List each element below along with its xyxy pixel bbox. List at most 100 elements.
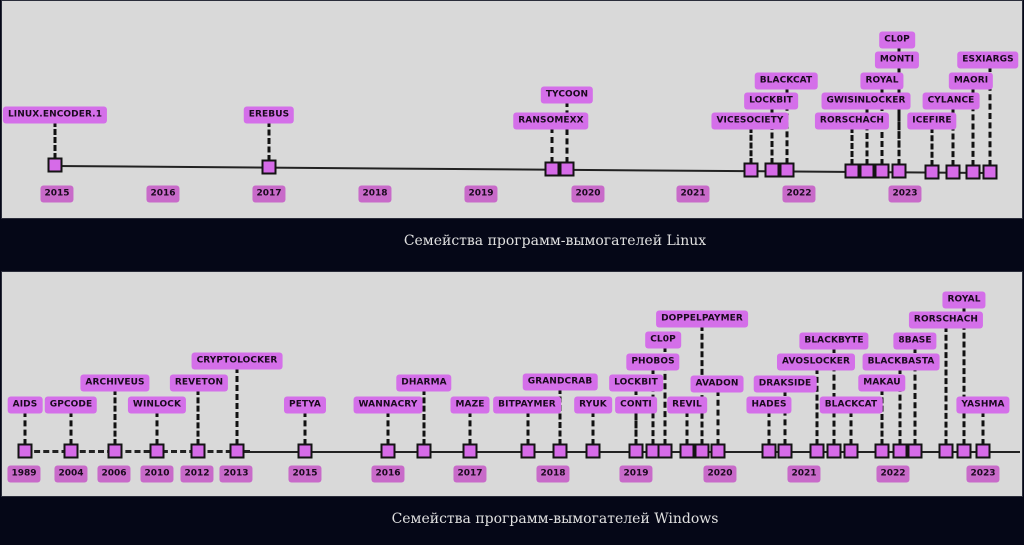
family-label: CONTI xyxy=(615,396,657,414)
family-label: REVIL xyxy=(667,396,707,414)
dashed-connector xyxy=(565,101,569,163)
timeline-marker xyxy=(416,443,432,459)
family-label: BLACKCAT xyxy=(754,72,818,90)
year-label: 2023 xyxy=(888,185,922,203)
timeline-marker xyxy=(809,443,825,459)
dashed-connector xyxy=(962,306,966,445)
dashed-connector xyxy=(716,390,720,445)
windows-caption: Семейства программ-вымогателей Windows xyxy=(391,511,719,527)
timeline-marker xyxy=(844,163,860,179)
family-label: BLACKBASTA xyxy=(862,353,940,371)
family-label: HADES xyxy=(746,396,792,414)
family-label: PETYA xyxy=(283,396,327,414)
family-label: RORSCHACH xyxy=(908,311,984,329)
dashed-connector xyxy=(951,107,955,166)
year-label: 2017 xyxy=(453,465,487,483)
dashed-connector xyxy=(767,411,771,445)
timeline-marker xyxy=(297,443,313,459)
dashed-connector xyxy=(422,389,426,445)
year-label: 2010 xyxy=(140,465,174,483)
linux-timeline-panel xyxy=(1,0,1023,219)
dashed-connector xyxy=(267,121,271,161)
timeline-marker xyxy=(261,159,277,175)
family-label: GRANDCRAB xyxy=(522,373,598,391)
linux-caption: Семейства программ-вымогателей Linux xyxy=(403,233,707,249)
family-label: LOCKBIT xyxy=(609,374,663,392)
timeline-marker xyxy=(63,443,79,459)
dashed-connector xyxy=(783,390,787,445)
dashed-connector xyxy=(944,326,948,445)
timeline-marker xyxy=(462,443,478,459)
year-label: 2018 xyxy=(358,185,392,203)
timeline-marker xyxy=(945,164,961,180)
family-label: RYUK xyxy=(574,396,612,414)
dashed-connector xyxy=(196,389,200,445)
year-label: 2012 xyxy=(180,465,214,483)
family-label: 8BASE xyxy=(893,332,937,350)
dashed-connector xyxy=(981,411,985,445)
family-label: ARCHIVEUS xyxy=(80,374,150,392)
timeline-marker xyxy=(743,162,759,178)
dashed-connector xyxy=(770,107,774,165)
year-label: 2004 xyxy=(54,465,88,483)
dashed-connector xyxy=(971,87,975,166)
family-label: AVADON xyxy=(690,375,744,393)
dashed-connector xyxy=(685,411,689,445)
timeline-marker xyxy=(956,443,972,459)
dashed-connector xyxy=(113,389,117,445)
year-label: 2021 xyxy=(676,185,710,203)
dashed-connector xyxy=(550,127,554,163)
timeline-marker xyxy=(520,443,536,459)
dashed-connector xyxy=(23,411,27,445)
family-label: RORSCHACH xyxy=(814,112,890,130)
timeline-marker xyxy=(544,161,560,177)
family-label: LOCKBIT xyxy=(744,92,798,110)
year-label: 2019 xyxy=(464,185,498,203)
dashed-connector xyxy=(386,411,390,445)
year-label: 2023 xyxy=(966,465,1000,483)
windows-axis-dashed xyxy=(25,450,250,453)
dashed-connector xyxy=(930,127,934,166)
family-label: ROYAL xyxy=(942,291,986,309)
timeline-marker xyxy=(779,162,795,178)
dashed-connector xyxy=(865,107,869,166)
timeline-marker xyxy=(47,157,63,173)
timeline-marker xyxy=(380,443,396,459)
timeline-marker xyxy=(874,163,890,179)
timeline-marker xyxy=(924,164,940,180)
family-label: BLACKBYTE xyxy=(799,332,869,350)
family-label: ROYAL xyxy=(860,72,904,90)
dashed-connector xyxy=(663,346,667,445)
family-label: BLACKCAT xyxy=(819,396,883,414)
family-label: EREBUS xyxy=(243,106,295,124)
dashed-connector xyxy=(468,411,472,445)
family-label: MAKAU xyxy=(858,374,906,392)
timeline-marker xyxy=(761,443,777,459)
year-label: 2017 xyxy=(252,185,286,203)
year-label: 2006 xyxy=(97,465,131,483)
family-label: CL0P xyxy=(645,331,681,349)
year-label: 2019 xyxy=(619,465,653,483)
family-label: PHOBOS xyxy=(626,353,680,371)
family-label: BITPAYMER xyxy=(493,396,561,414)
family-label: VICESOCIETY xyxy=(711,112,789,130)
dashed-connector xyxy=(526,411,530,445)
timeline-marker xyxy=(107,443,123,459)
family-label: CL0P xyxy=(879,31,915,49)
family-label: MAZE xyxy=(450,396,490,414)
family-label: MAORI xyxy=(948,72,994,90)
year-label: 2013 xyxy=(219,465,253,483)
dashed-connector xyxy=(880,389,884,445)
family-label: REVETON xyxy=(169,374,229,392)
family-label: YASHMA xyxy=(956,396,1010,414)
year-label: 1989 xyxy=(7,465,41,483)
timeline-marker xyxy=(975,443,991,459)
year-label: 2020 xyxy=(703,465,737,483)
timeline-marker xyxy=(17,443,33,459)
family-label: RANSOMEXX xyxy=(513,112,589,130)
timeline-marker xyxy=(982,164,998,180)
family-label: DRAKSIDE xyxy=(753,375,817,393)
family-label: MONTI xyxy=(874,51,920,69)
family-label: CYLANCE xyxy=(922,92,980,110)
